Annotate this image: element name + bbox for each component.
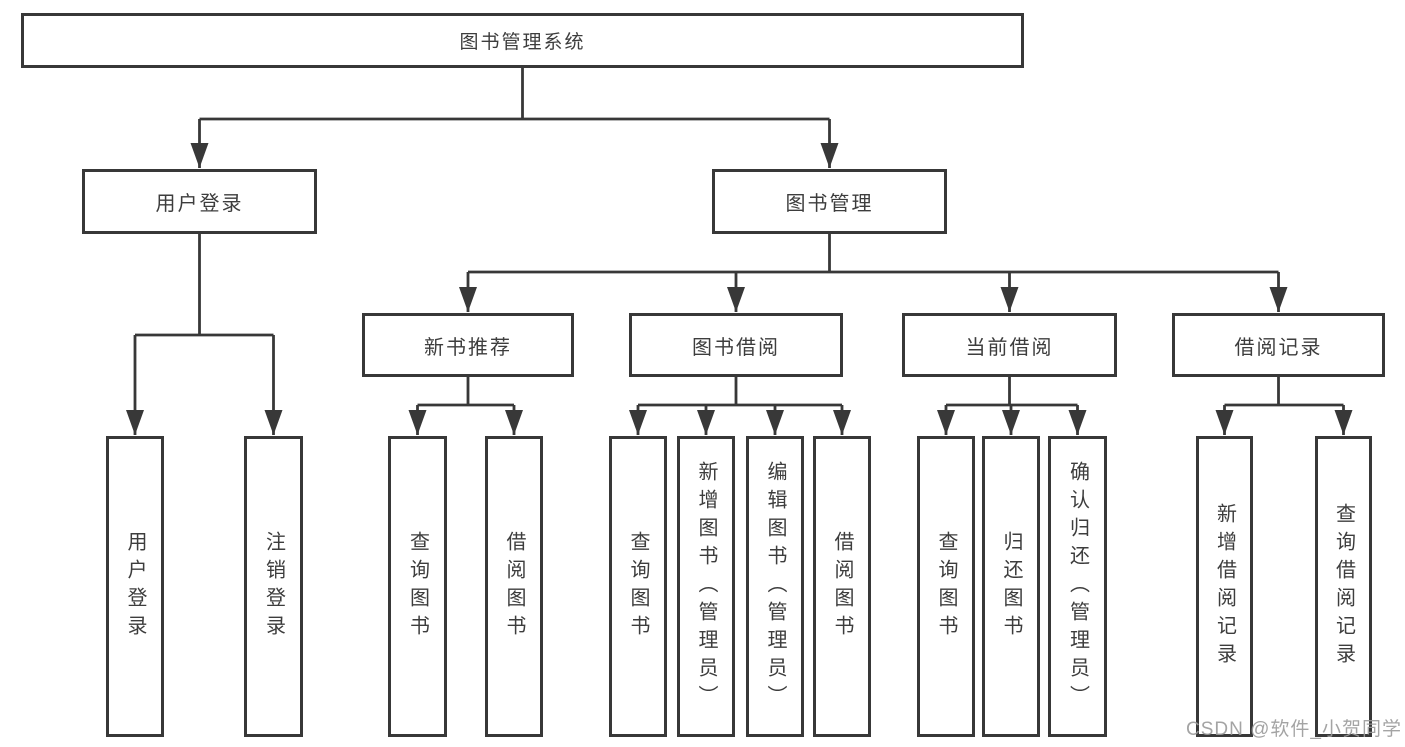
- leaf-label: 归还图书: [1000, 530, 1022, 643]
- node-book-borrowing: 图书借阅: [629, 313, 843, 377]
- leaf-add-books-admin: 新增图书（管理员）: [677, 436, 735, 737]
- node-current-borrowing: 当前借阅: [902, 313, 1117, 377]
- leaf-logout: 注销登录: [244, 436, 303, 737]
- leaf-query-books-current: 查询图书: [917, 436, 975, 737]
- leaf-label: 借阅图书: [503, 530, 525, 643]
- leaf-borrow-books-borrowing: 借阅图书: [813, 436, 871, 737]
- connector-root-to-level2: [190, 68, 839, 168]
- leaf-query-books-recommend: 查询图书: [388, 436, 447, 737]
- leaf-query-books-borrowing: 查询图书: [609, 436, 667, 737]
- leaf-label: 查询图书: [627, 530, 649, 643]
- leaf-add-borrow-record: 新增借阅记录: [1196, 436, 1253, 737]
- connector-book-borrow-to-children: [629, 377, 851, 435]
- node-borrowing-records: 借阅记录: [1172, 313, 1385, 377]
- connector-new-book-to-children: [408, 377, 523, 435]
- leaf-confirm-return-admin: 确认归还（管理员）: [1048, 436, 1107, 737]
- node-user-login: 用户登录: [82, 169, 317, 234]
- node-new-book-recommendation: 新书推荐: [362, 313, 574, 377]
- leaf-user-login: 用户登录: [106, 436, 164, 737]
- node-book-management: 图书管理: [712, 169, 947, 234]
- leaf-label: 用户登录: [124, 530, 146, 643]
- connector-user-login-to-children: [126, 233, 283, 435]
- leaf-label: 查询图书: [406, 530, 429, 643]
- csdn-watermark: CSDN @软件_小贺同学: [1186, 719, 1402, 740]
- leaf-label: 确认归还（管理员）: [1066, 460, 1089, 713]
- leaf-edit-books-admin: 编辑图书（管理员）: [746, 436, 804, 737]
- leaf-label: 注销登录: [262, 530, 285, 643]
- connector-book-management-to-level3: [459, 233, 1288, 312]
- connector-current-borrow-to-children: [937, 377, 1087, 435]
- leaf-label: 查询借阅记录: [1332, 502, 1355, 671]
- leaf-return-books: 归还图书: [982, 436, 1040, 737]
- leaf-label: 编辑图书（管理员）: [764, 460, 786, 713]
- leaf-query-borrow-record: 查询借阅记录: [1315, 436, 1372, 737]
- leaf-borrow-books-recommend: 借阅图书: [485, 436, 543, 737]
- leaf-label: 新增借阅记录: [1213, 502, 1236, 671]
- leaf-label: 新增图书（管理员）: [695, 460, 717, 713]
- leaf-label: 查询图书: [935, 530, 957, 643]
- connector-borrow-records-to-children: [1215, 377, 1353, 435]
- leaf-label: 借阅图书: [831, 530, 853, 643]
- node-library-management-system: 图书管理系统: [21, 13, 1024, 68]
